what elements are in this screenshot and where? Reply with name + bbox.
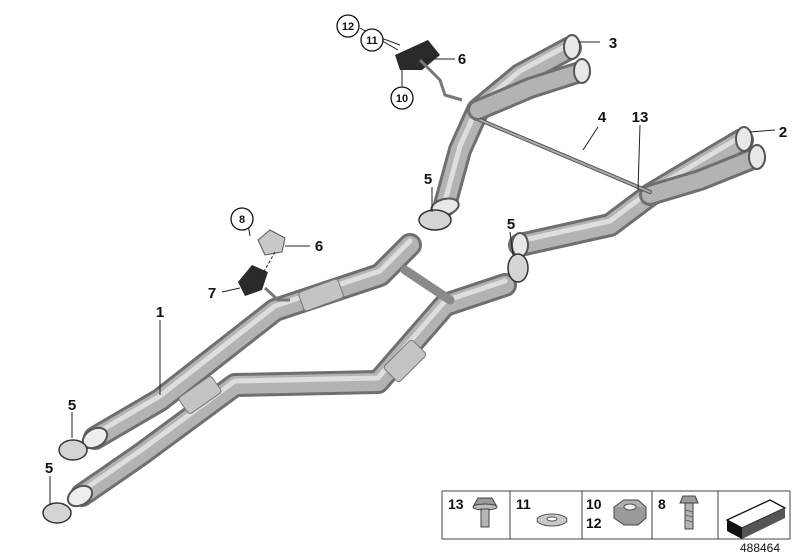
callout-3: 3 — [609, 35, 617, 52]
circled-callouts: 12 11 10 8 — [230, 14, 414, 231]
callout-6-upper: 6 — [458, 51, 466, 68]
clamp-upper — [418, 209, 452, 231]
callout-5-left-lower: 5 — [45, 460, 53, 477]
callout-12: 12 — [342, 21, 354, 33]
hex-nut-icon — [613, 499, 647, 526]
flange-bolt-icon — [472, 497, 498, 528]
callout-5-left-upper: 5 — [68, 397, 76, 414]
callout-1: 1 — [156, 304, 164, 321]
callout-5-middle: 5 — [507, 216, 515, 233]
parts-legend: 13 11 10 12 8 — [441, 490, 791, 540]
callout-5-upper: 5 — [424, 171, 432, 188]
rubber-mount-upper — [395, 40, 440, 70]
callout-11: 11 — [366, 35, 378, 47]
legend-label-11: 11 — [516, 496, 531, 512]
callout-labels: 1 2 3 4 5 5 5 5 6 6 7 13 — [45, 35, 787, 477]
callout-13: 13 — [632, 109, 649, 126]
clamp-left-upper — [58, 439, 88, 461]
legend-label-13: 13 — [448, 496, 464, 512]
exhaust-pipes — [66, 34, 766, 508]
direction-arrow-icon — [725, 499, 787, 539]
tailpipe-3-upper — [563, 34, 581, 60]
pipe-end-left-lower — [66, 484, 94, 508]
legend-label-10: 10 — [586, 496, 602, 512]
callout-6-lower: 6 — [315, 238, 323, 255]
clamp-middle — [507, 253, 529, 283]
legend-label-12: 12 — [586, 515, 602, 531]
callout-2: 2 — [779, 124, 787, 141]
clamps — [42, 209, 529, 524]
diagram-reference-number: 488464 — [740, 541, 780, 555]
rubber-mount-7 — [238, 265, 268, 296]
washer-icon — [536, 513, 568, 527]
callout-4: 4 — [598, 109, 607, 126]
callout-10: 10 — [396, 93, 408, 105]
callout-8: 8 — [239, 214, 245, 226]
tailpipe-2-lower — [748, 144, 766, 170]
clamp-left-lower — [42, 502, 72, 524]
legend-label-8: 8 — [658, 496, 666, 512]
callout-7: 7 — [208, 285, 216, 302]
hex-bolt-icon — [679, 495, 699, 530]
bracket-6 — [257, 229, 286, 256]
tailpipe-2-upper — [735, 126, 753, 152]
hanger-brackets — [238, 40, 463, 302]
tailpipe-3-lower — [573, 58, 591, 84]
